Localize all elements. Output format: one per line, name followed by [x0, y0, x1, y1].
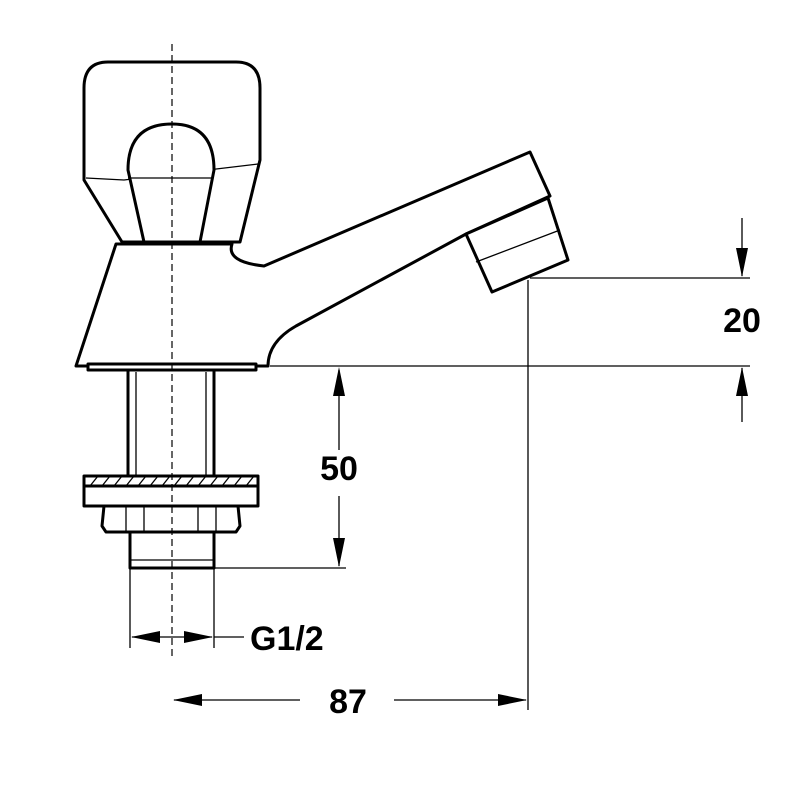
shank	[126, 368, 216, 484]
dim-projection: 87	[173, 280, 529, 721]
washer	[82, 474, 260, 508]
tap-handle	[82, 60, 262, 244]
dim-label-50: 50	[320, 450, 358, 488]
dim-spout-height: 20	[270, 218, 761, 422]
dim-label-87: 87	[329, 683, 367, 721]
lock-nut	[100, 504, 242, 534]
dim-shank-length: 50	[214, 367, 358, 569]
dim-label-g12: G1/2	[250, 620, 324, 658]
dim-thread: G1/2	[129, 568, 324, 658]
spout-outlet	[464, 196, 570, 294]
dim-label-20: 20	[723, 302, 761, 340]
